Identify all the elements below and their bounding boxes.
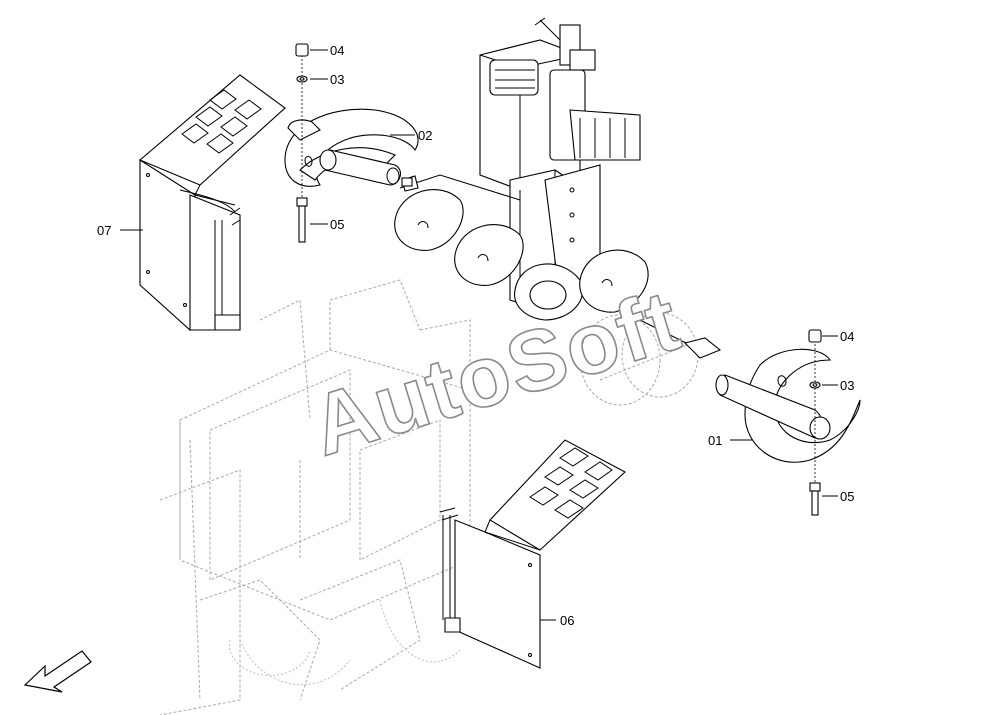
auger-flight-01 — [715, 348, 861, 463]
callout-03-right: 03 — [840, 378, 854, 393]
auger-left-center — [394, 174, 524, 286]
callout-02: 02 — [418, 128, 432, 143]
hardware-01 — [808, 329, 822, 516]
cover-06 — [439, 439, 626, 669]
auger-flight-02 — [284, 108, 419, 187]
callout-07: 07 — [97, 223, 111, 238]
callout-05-top: 05 — [330, 217, 344, 232]
callout-03-top: 03 — [330, 72, 344, 87]
callout-04-top: 04 — [330, 43, 344, 58]
cover-07 — [138, 74, 286, 332]
gearbox-assembly — [479, 17, 641, 321]
watermark-text: AutoSoft — [301, 272, 691, 475]
callout-06: 06 — [560, 613, 574, 628]
callout-01: 01 — [708, 433, 722, 448]
callout-04-right: 04 — [840, 329, 854, 344]
arrow-icon — [23, 650, 92, 693]
leader-lines — [120, 49, 838, 621]
auger-right-center — [579, 249, 722, 359]
callout-05-right: 05 — [840, 489, 854, 504]
chassis-ghost — [159, 279, 471, 715]
hardware-02 — [295, 43, 309, 243]
watermark: AutoSoft — [300, 271, 692, 475]
